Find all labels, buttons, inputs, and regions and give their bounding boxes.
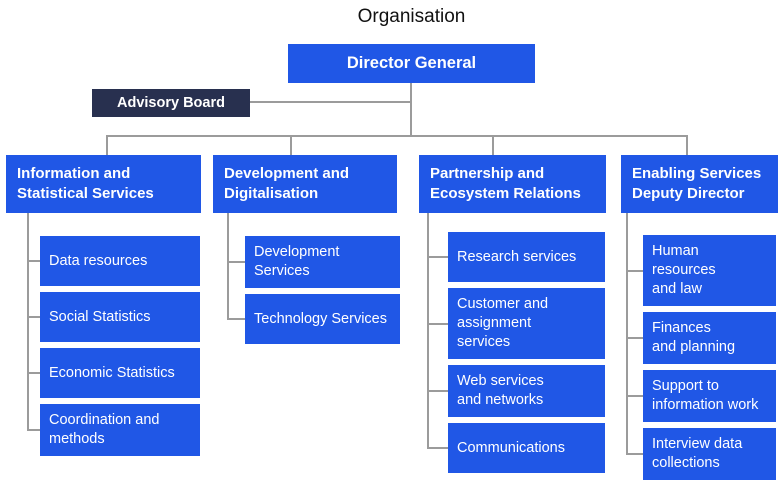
connector-stub (626, 337, 643, 339)
node-research-services: Research services (427, 232, 605, 282)
connector-stub (626, 269, 643, 272)
connector-stub (427, 447, 448, 449)
node-customer-and-assignment-services: Customer and assignment services (427, 288, 605, 359)
connector-drop-3 (492, 136, 494, 155)
node-communications: Communications (427, 423, 605, 473)
node-enabling-services-deputy-director: Enabling Services Deputy Director (621, 155, 778, 213)
connector-stub (27, 260, 40, 262)
node-development-services: Development Services (227, 236, 400, 288)
node-label: Web services and networks (457, 373, 544, 408)
connector-stub (27, 316, 40, 318)
node-human-resources-and-law: Human resources and law (626, 235, 776, 306)
node-label: Technology Services (254, 310, 387, 327)
page-title: Organisation (357, 6, 466, 27)
node-data-resources: Data resources (27, 236, 200, 286)
connector-stub (227, 261, 245, 263)
connector-spine-4 (626, 213, 628, 453)
node-label: Data resources (49, 252, 148, 269)
node-label: Human resources and law (652, 243, 716, 297)
connector-branch (106, 135, 688, 137)
node-label: Coordination and methods (49, 412, 160, 447)
node-label: Interview data collections (652, 436, 743, 471)
connector-stub (227, 318, 245, 320)
connector-spine-3 (427, 212, 429, 448)
connector-drop-4 (686, 136, 688, 155)
connector-spine-1 (27, 213, 29, 430)
connector-drop-2 (290, 136, 292, 155)
node-label: Finances and planning (652, 320, 736, 355)
node-support-to-information-work: Support to information work (626, 370, 776, 422)
node-technology-services: Technology Services (227, 294, 400, 344)
connector-stub (427, 256, 448, 258)
node-label: Economic Statistics (49, 364, 175, 381)
connector-advisory (249, 101, 411, 103)
node-label: Support to information work (652, 378, 759, 413)
connector-stub (626, 395, 643, 397)
node-advisory-board: Advisory Board (92, 89, 250, 117)
node-partnership-and-ecosystem-relations: Partnership and Ecosystem Relations (419, 155, 606, 213)
node-label: Communications (457, 439, 565, 456)
column-enabling-services: Human resources and law Finances and pla… (626, 235, 776, 480)
column-partnership-ecosystem-relations: Research services Customer and assignmen… (427, 232, 605, 473)
connector-stub (427, 390, 448, 392)
connector-stub (626, 453, 643, 455)
node-economic-statistics: Economic Statistics (27, 348, 200, 398)
node-social-statistics: Social Statistics (27, 292, 200, 342)
connector-stub (27, 429, 40, 431)
connector-spine-2 (227, 213, 229, 319)
node-coordination-and-methods: Coordination and methods (27, 404, 200, 456)
node-label: Customer and assignment services (457, 296, 549, 350)
connector-drop-1 (106, 136, 108, 155)
node-interview-data-collections: Interview data collections (626, 428, 776, 480)
node-director-general: Director General (288, 44, 535, 83)
connector-root-drop (410, 83, 412, 137)
node-web-services-and-networks: Web services and networks (427, 365, 605, 417)
column-development-digitalisation: Development Services Technology Services (227, 236, 400, 344)
connector-stub (427, 322, 448, 325)
node-label: Social Statistics (49, 308, 151, 325)
node-finances-and-planning: Finances and planning (626, 312, 776, 364)
connector-stub (27, 372, 40, 374)
node-development-and-digitalisation: Development and Digitalisation (213, 155, 397, 213)
node-information-and-statistical-services: Information and Statistical Services (6, 155, 201, 213)
column-information-statistical-services: Data resources Social Statistics Economi… (27, 236, 200, 456)
node-label: Development Services (254, 244, 340, 279)
node-label: Research services (457, 248, 577, 265)
